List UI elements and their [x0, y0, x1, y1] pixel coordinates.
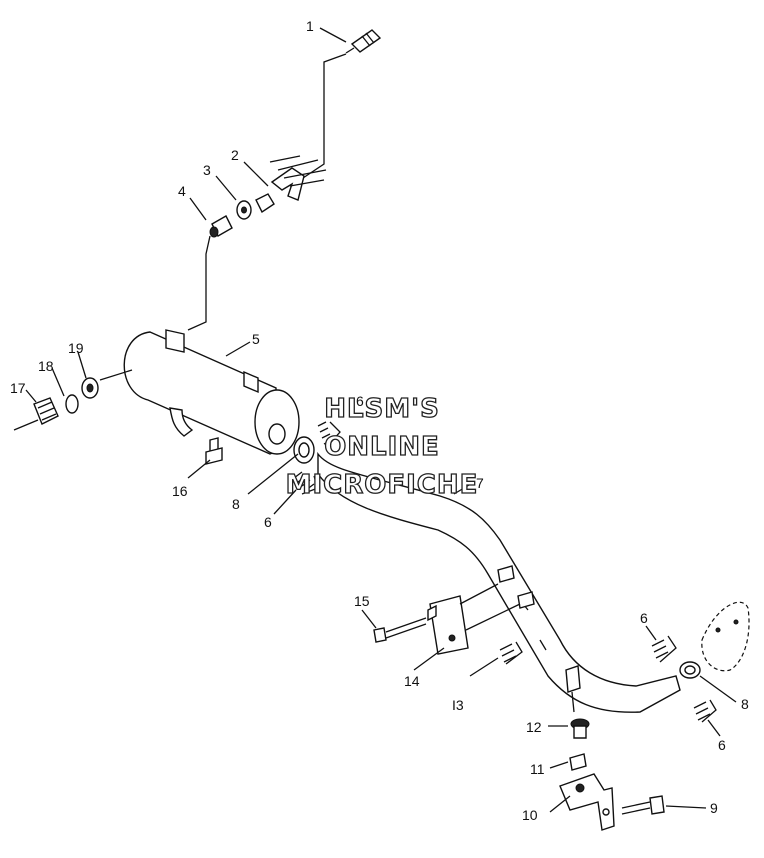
callout-1: 1 — [306, 18, 314, 34]
callout-8-left: 8 — [232, 496, 240, 512]
watermark: HLSM'S ONLINE MICROFICHE — [285, 393, 479, 500]
part-14-bracket — [427, 583, 521, 655]
leader-lines — [25, 27, 737, 813]
callout-7: 7 — [476, 475, 484, 491]
part-7-head-pipe — [317, 451, 681, 713]
callout-2: 2 — [231, 147, 239, 163]
callout-18: 18 — [38, 358, 54, 374]
watermark-line-2: ONLINE — [324, 432, 440, 462]
watermark-line-1: HLSM'S — [324, 394, 440, 424]
callout-15: 15 — [354, 593, 370, 609]
callout-16: 16 — [172, 483, 188, 499]
part-2-bracket — [269, 155, 327, 201]
callout-6-lower-left: 6 — [264, 514, 272, 530]
part-6-spring-lower-left — [293, 471, 319, 495]
exhaust-port-flange — [701, 601, 750, 672]
part-13-spring — [499, 641, 523, 665]
part-6-spring-upper-left — [317, 421, 341, 449]
part-8-gasket-left — [293, 436, 315, 464]
part-3-washer — [236, 193, 275, 220]
part-9-bolt — [621, 795, 665, 815]
callout-6-upper-left: 6 — [356, 393, 364, 409]
part-1-bolt — [345, 29, 382, 54]
callout-9: 9 — [710, 800, 718, 816]
part-18-washer — [65, 394, 79, 414]
part-5-muffler — [123, 329, 300, 455]
callout-11: 11 — [530, 761, 545, 777]
part-15-bolt — [373, 617, 427, 643]
part-17-nut — [13, 397, 59, 431]
callout-3: 3 — [203, 162, 211, 178]
part-8-gasket-right — [679, 661, 701, 679]
callout-6-upper-right: 6 — [640, 610, 648, 626]
part-10-bracket — [559, 773, 615, 831]
part-11-nut — [569, 753, 587, 771]
callout-14: 14 — [404, 673, 420, 689]
callout-19: 19 — [68, 340, 84, 356]
callout-6-lower-right: 6 — [718, 737, 726, 753]
callout-10: 10 — [522, 807, 538, 823]
part-6-spring-upper-right — [651, 635, 677, 663]
part-4-spacer — [209, 215, 233, 238]
callout-12: 12 — [526, 719, 542, 735]
callout-17: 17 — [10, 380, 26, 396]
callout-4: 4 — [178, 183, 186, 199]
part-12-grommet — [570, 718, 590, 739]
watermark-line-3: MICROFICHE — [286, 470, 479, 500]
part-16-plug — [205, 437, 223, 465]
callout-13: I3 — [452, 697, 464, 713]
part-19-washer — [81, 377, 99, 399]
callout-5: 5 — [252, 331, 260, 347]
connector-line — [299, 53, 347, 181]
callout-8-right: 8 — [741, 696, 749, 712]
part-6-spring-lower-right — [693, 699, 717, 723]
